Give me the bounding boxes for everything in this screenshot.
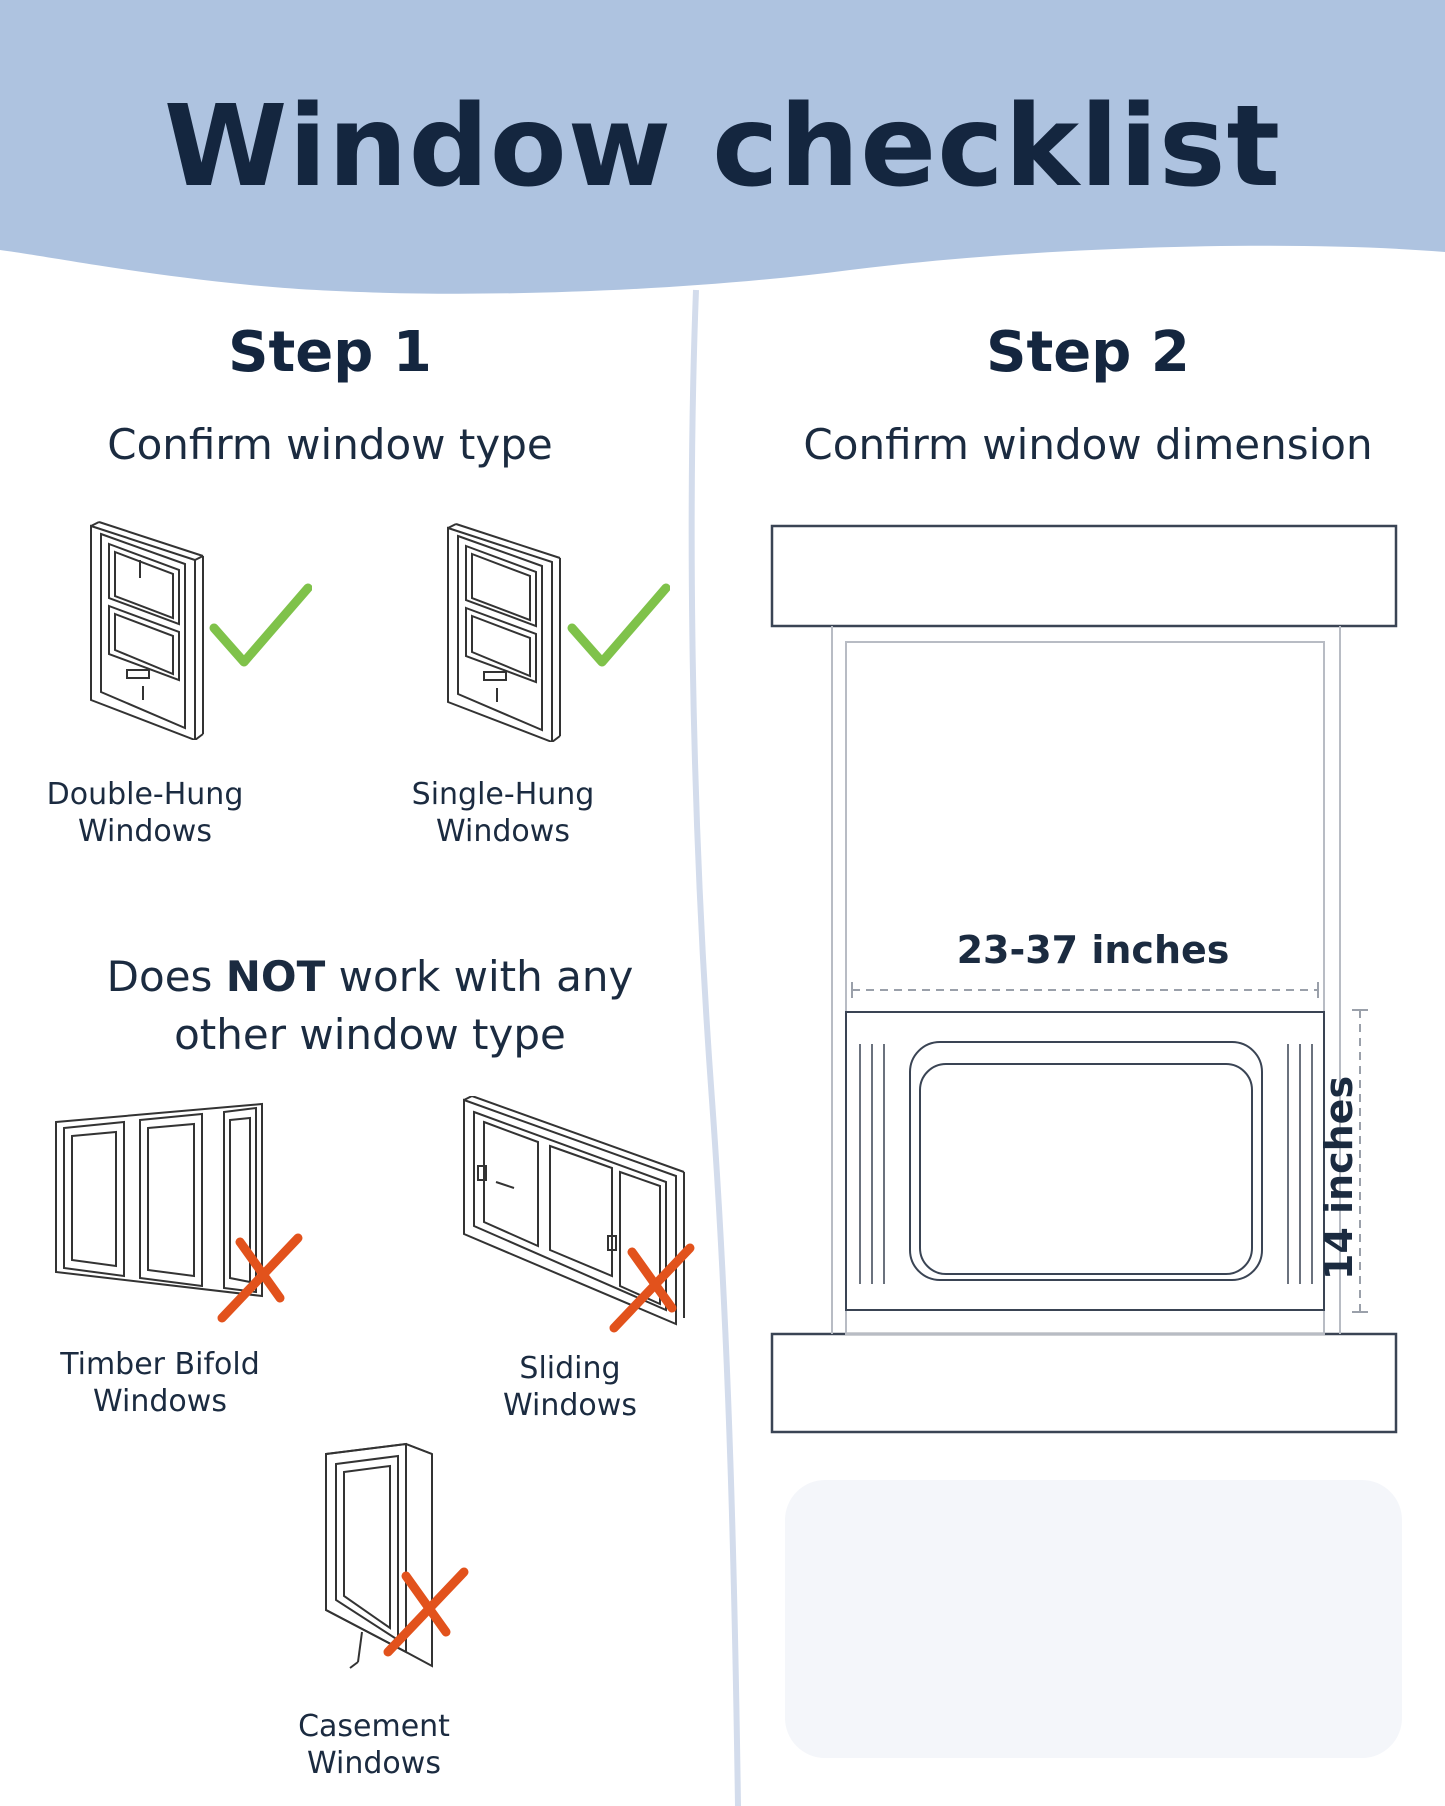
step2-subtitle: Confirm window dimension <box>803 420 1373 469</box>
sliding-window-icon <box>463 1096 685 1326</box>
x-icon <box>217 1233 303 1323</box>
bifold-window-icon <box>55 1102 263 1298</box>
sliding-caption: Sliding Windows <box>503 1351 637 1423</box>
step2-heading: Step 2 <box>986 320 1190 385</box>
x-icon <box>383 1567 469 1657</box>
width-label: 23-37 inches <box>956 928 1230 972</box>
double-hung-window-icon <box>90 521 204 740</box>
single-hung-window-icon <box>447 523 561 742</box>
bifold-caption: Timber Bifold Windows <box>60 1347 260 1419</box>
not-emphasis: NOT <box>225 952 326 1001</box>
step1-subtitle: Confirm window type <box>107 420 553 469</box>
step1-heading: Step 1 <box>228 320 432 385</box>
bottom-sill-beam <box>770 1332 1398 1434</box>
casement-caption: Casement Windows <box>298 1709 450 1781</box>
ac-unit-frame <box>845 1011 1325 1311</box>
check-icon <box>567 583 670 667</box>
double-hung-caption: Double-Hung Windows <box>46 777 244 849</box>
incompatible-note: Does NOT work with any other window type <box>106 952 634 1059</box>
top-header-beam <box>770 524 1398 628</box>
x-icon <box>609 1243 695 1333</box>
page-title: Window checklist <box>163 82 1282 212</box>
height-label: 14 inches <box>1317 1075 1361 1281</box>
blank-panel <box>785 1480 1402 1758</box>
window-dimension-diagram <box>770 524 1398 1434</box>
check-icon <box>209 583 312 667</box>
column-divider <box>688 289 741 1806</box>
single-hung-caption: Single-Hung Windows <box>411 777 595 849</box>
header-banner <box>0 0 1445 294</box>
